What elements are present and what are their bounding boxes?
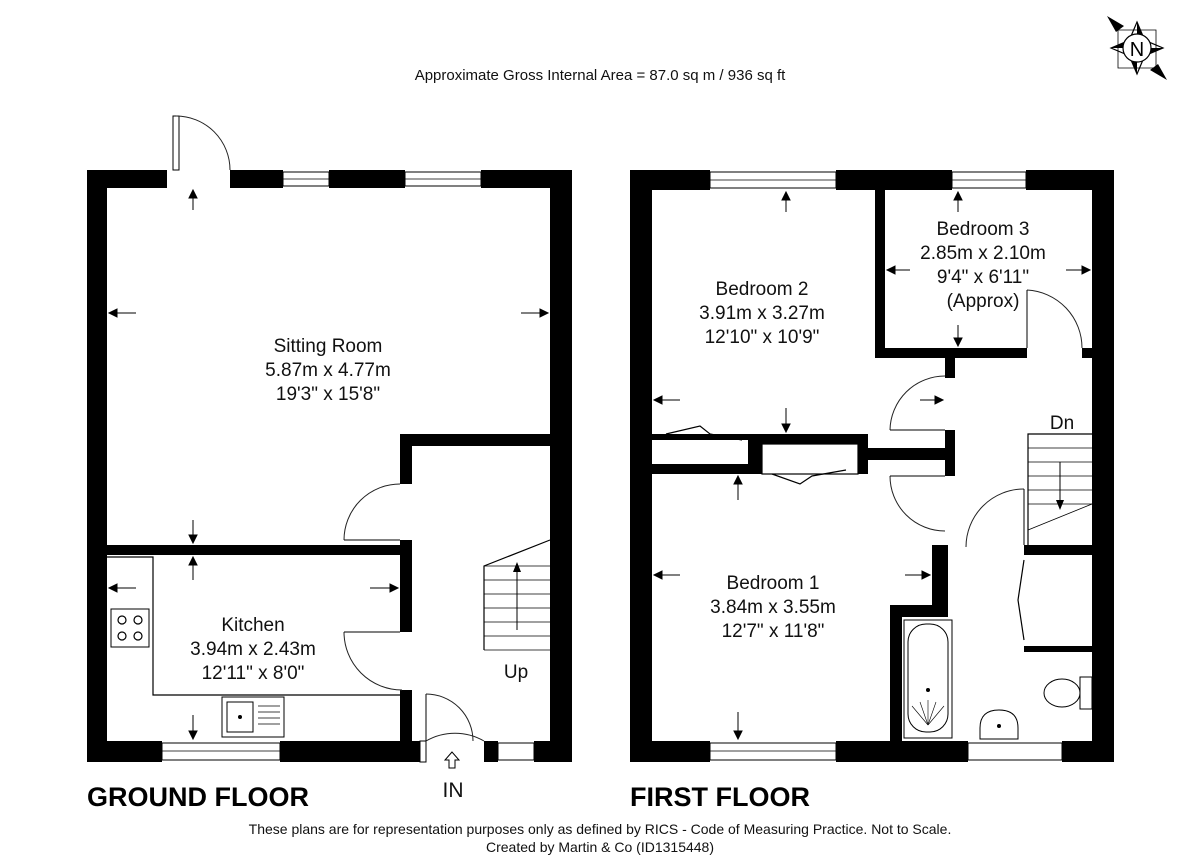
hob-icon [110,608,150,648]
room-name: Bedroom 3 [937,219,1030,240]
room-metric: 2.85m x 2.10m [920,243,1046,264]
dimension-arrows [107,188,550,741]
door-icon [1026,289,1083,349]
room-imperial: 12'7" x 11'8" [722,621,825,642]
stairs-label: Dn [1050,413,1074,434]
room-note: (Approx) [947,291,1020,312]
door-icon [343,483,401,541]
stairs-down-icon [1027,433,1093,545]
door-icon [172,115,231,171]
north-compass-icon: N [1107,16,1167,80]
stairs-label: Up [504,662,528,683]
room-name: Kitchen [221,615,284,636]
door-icon [965,488,1025,548]
entrance-label: IN [443,779,464,802]
sink-icon [221,696,285,738]
window [161,742,281,761]
ground-floor-plan: Sitting Room 5.87m x 4.77m 19'3" x 15'8"… [87,115,572,812]
dimension-arrows [652,190,1092,741]
disclaimer-text: These plans are for representation purpo… [249,821,952,837]
door-icon [889,475,946,532]
window [709,742,837,761]
wardrobe-door-icon [665,425,1025,641]
basin-icon [979,709,1019,740]
room-metric: 3.91m x 3.27m [699,303,825,324]
room-name: Bedroom 1 [727,573,820,594]
entrance-arrow-icon [443,751,461,769]
room-metric: 3.94m x 2.43m [190,639,316,660]
floor-title: FIRST FLOOR [630,782,810,812]
room-metric: 5.87m x 4.77m [265,360,391,381]
front-door-icon [419,693,485,763]
floor-title: GROUND FLOOR [87,782,309,812]
credit-text: Created by Martin & Co (ID1315448) [486,839,714,855]
toilet-icon [1043,676,1093,710]
door-icon [343,631,403,691]
room-imperial: 19'3" x 15'8" [276,384,380,405]
first-floor-plan: Bedroom 2 3.91m x 3.27m 12'10" x 10'9" B… [630,170,1114,812]
window [497,742,535,761]
room-imperial: 9'4" x 6'11" [937,267,1029,288]
window [967,742,1063,761]
room-imperial: 12'11" x 8'0" [202,663,305,684]
room-metric: 3.84m x 3.55m [710,597,836,618]
room-name: Bedroom 2 [716,279,809,300]
bath-icon [903,619,953,739]
door-icon [889,375,946,431]
compass-letter: N [1130,39,1144,61]
stairs-up-icon [483,539,551,651]
room-imperial: 12'10" x 10'9" [705,327,820,348]
room-name: Sitting Room [274,336,383,357]
gross-area-text: Approximate Gross Internal Area = 87.0 s… [415,67,786,84]
